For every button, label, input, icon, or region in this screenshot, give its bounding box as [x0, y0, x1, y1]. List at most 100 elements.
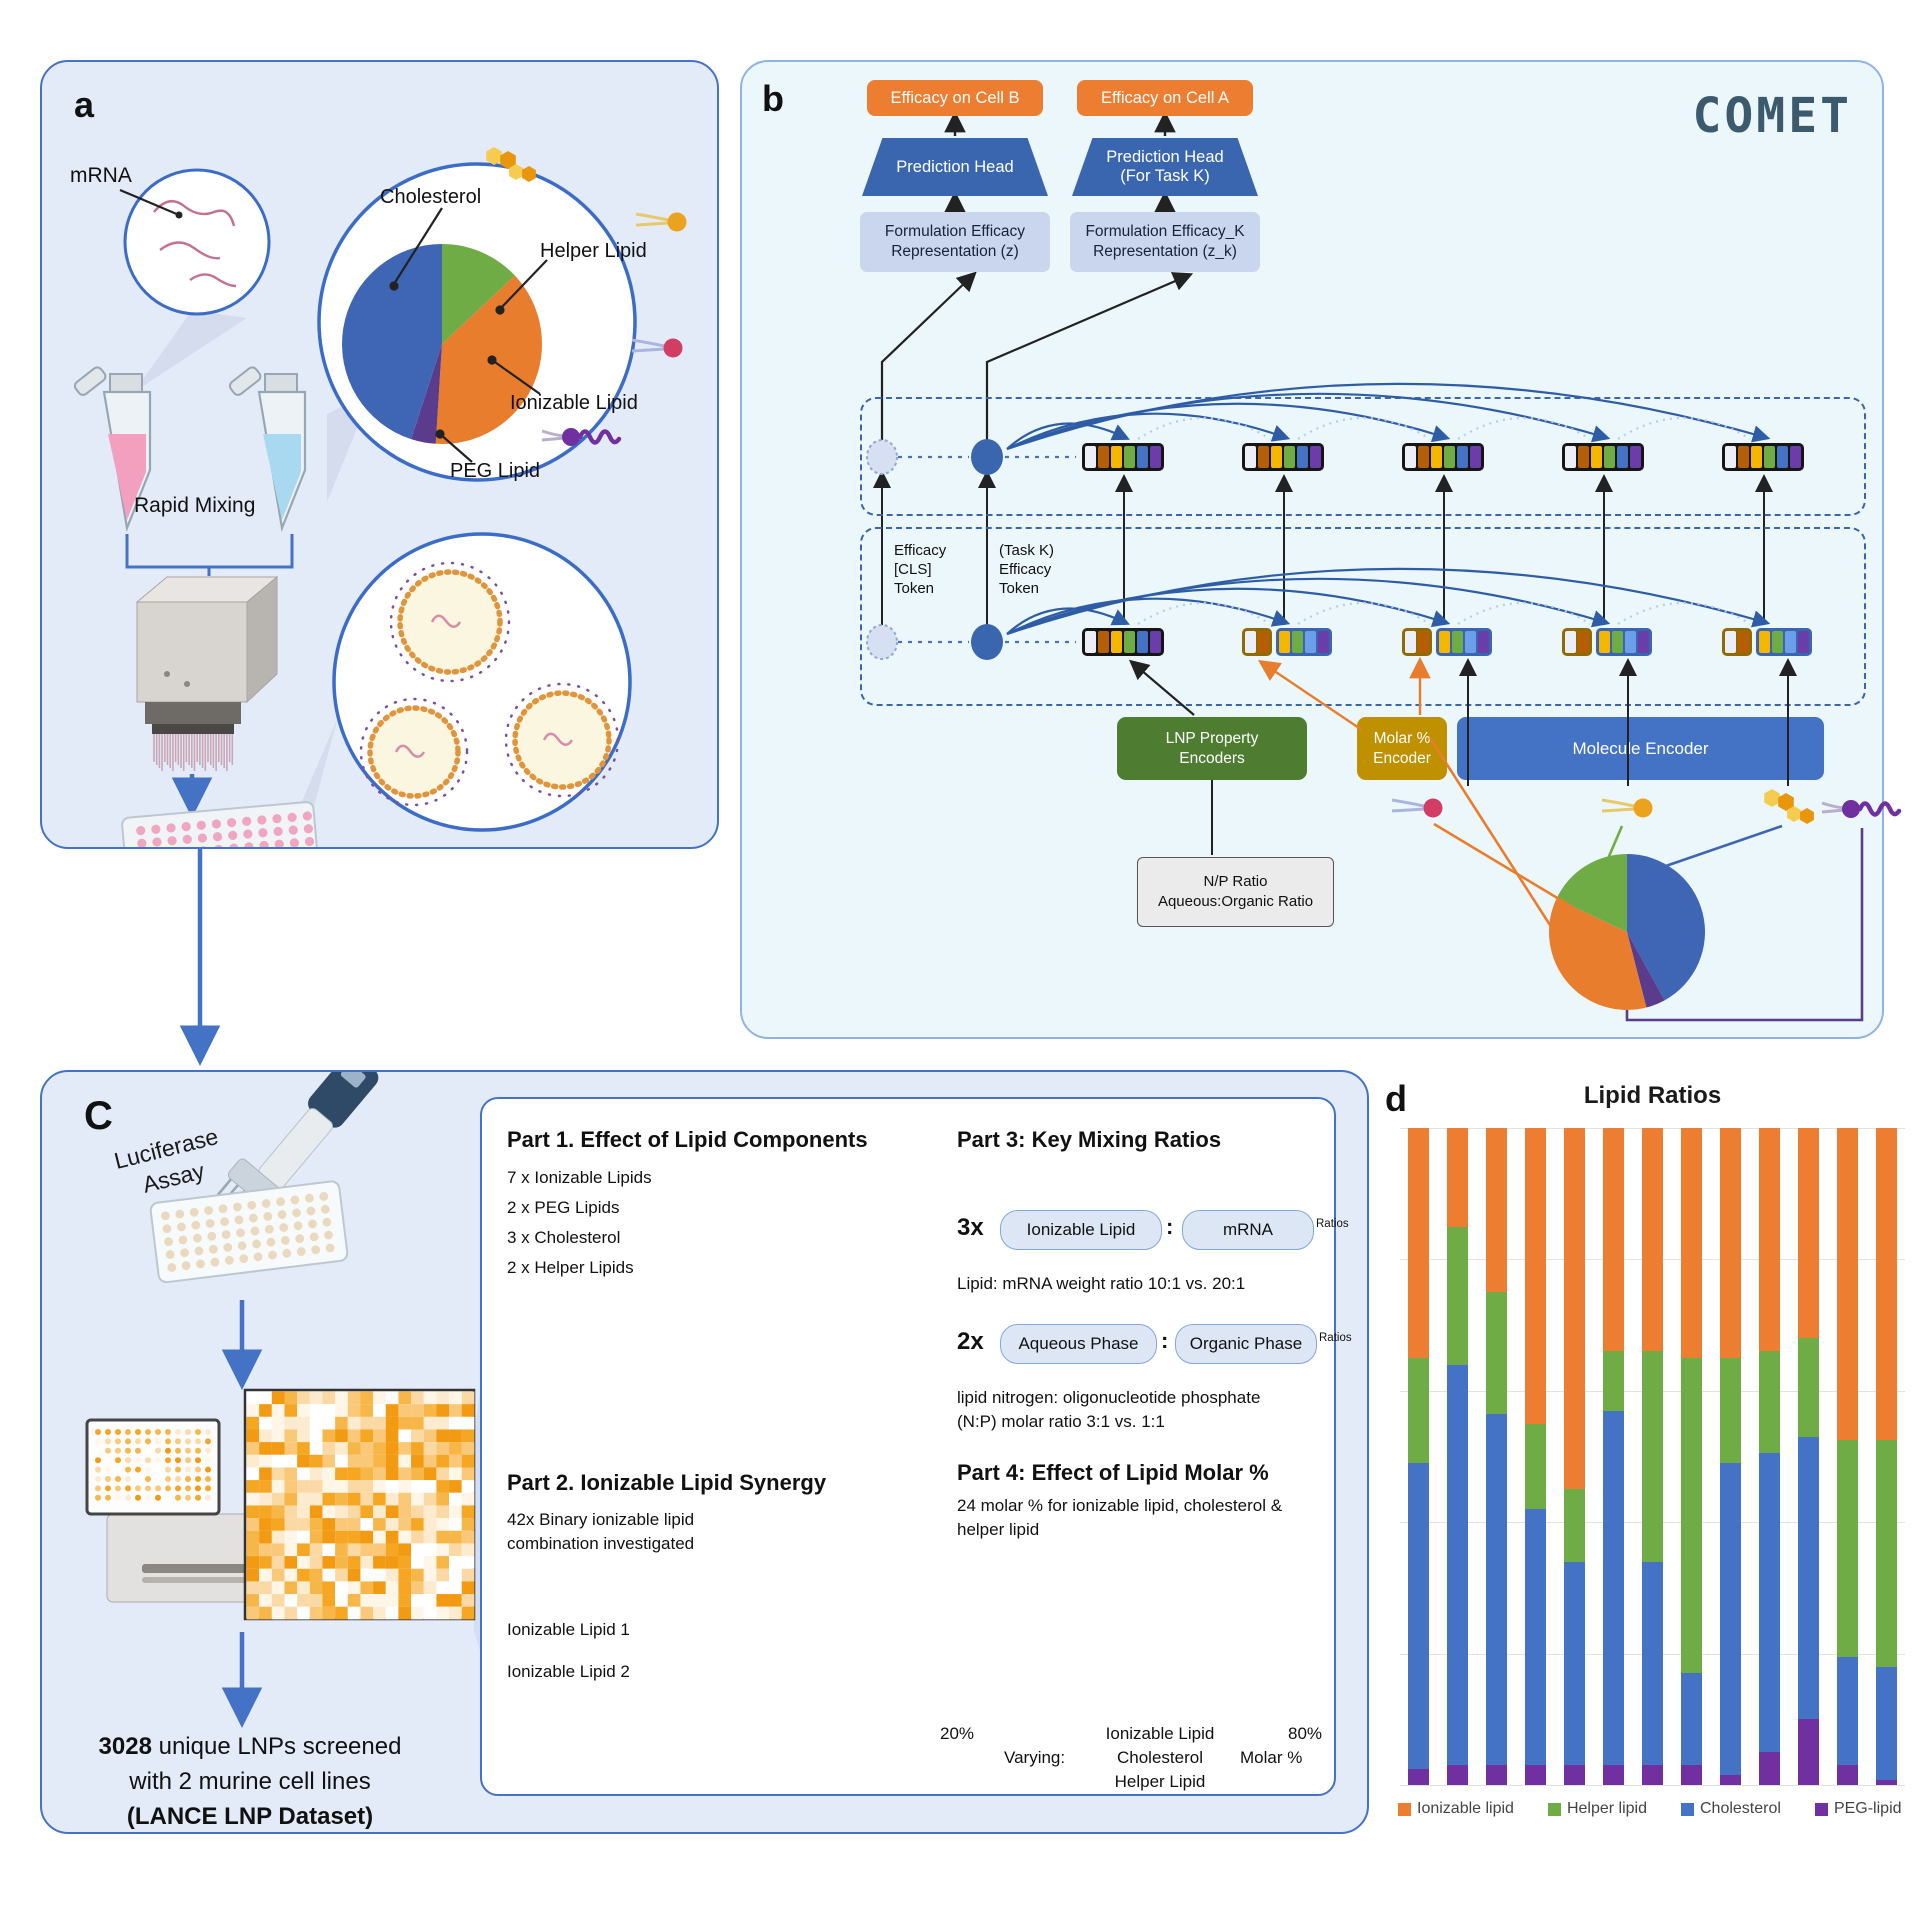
part2-title: Part 2. Ionizable Lipid Synergy: [507, 1470, 827, 1495]
segment-cholesterol: [1681, 1673, 1702, 1766]
panel-c-label: C: [84, 1094, 113, 1138]
token-embedding: [1082, 628, 1164, 656]
part4-molar-pct: Molar %: [1240, 1748, 1303, 1767]
segment-peg-lipid: [1642, 1765, 1663, 1785]
token-embedding: [1082, 443, 1164, 471]
wedge-mrna-to-tube: [134, 310, 247, 392]
stacked-bar-4: [1525, 1128, 1546, 1785]
lnp-circle: [332, 532, 632, 832]
stacked-bar-1: [1408, 1128, 1429, 1785]
segment-helper-lipid: [1837, 1440, 1858, 1657]
legend-swatch: [1681, 1802, 1694, 1816]
legend-label: PEG-lipid: [1833, 1800, 1902, 1817]
part4-note1: 24 molar % for ionizable lipid, choleste…: [957, 1496, 1283, 1515]
rep-zk-line1: Formulation Efficacy_K: [1085, 222, 1245, 240]
segment-helper-lipid: [1447, 1226, 1468, 1365]
stacked-bar-5: [1564, 1128, 1585, 1785]
segment-helper-lipid: [1408, 1357, 1429, 1464]
rep-zk-line2: Representation (z_k): [1093, 243, 1237, 260]
lnp-count: 3028: [98, 1733, 152, 1760]
molecule-token: [1276, 628, 1332, 656]
molar-pct-token: [1402, 628, 1432, 656]
part2-note2: combination investigated: [507, 1534, 695, 1553]
part4-vary-1: Cholesterol: [1117, 1748, 1203, 1767]
segment-peg-lipid: [1486, 1765, 1507, 1785]
token-layer: [742, 62, 1882, 1037]
wedge-plate-to-lnp: [294, 717, 338, 847]
panel-b-comet-model: b COMET Efficacy on Cell B Efficacy on C…: [740, 60, 1902, 1039]
molecule-token: [1756, 628, 1812, 656]
segment-ionizable-lipid: [1720, 1128, 1741, 1358]
segment-peg-lipid: [1837, 1765, 1858, 1785]
legend-item-cholesterol: Cholesterol: [1681, 1800, 1781, 1818]
part3-caption1: Lipid: mRNA weight ratio 10:1 vs. 20:1: [957, 1274, 1246, 1293]
segment-ionizable-lipid: [1642, 1128, 1663, 1352]
part4-varying: Varying:: [1004, 1748, 1066, 1767]
part4-vary-0: Ionizable Lipid: [1105, 1724, 1215, 1743]
summary-rest: unique LNPs screened: [151, 1733, 402, 1760]
legend-label: Helper lipid: [1566, 1800, 1647, 1817]
molecule-token: [1436, 628, 1492, 656]
pie-label-ionizable: Ionizable Lipid: [510, 392, 638, 414]
assay-plate-icon: [149, 1180, 349, 1284]
segment-ionizable-lipid: [1447, 1128, 1468, 1227]
mrna-label: mRNA: [70, 164, 132, 187]
pie-label-peg: PEG Lipid: [450, 460, 541, 482]
segment-cholesterol: [1759, 1453, 1780, 1753]
part4-axis-20: 20%: [940, 1724, 975, 1743]
mrna-strands-icon: [153, 200, 237, 288]
mixing-bracket: [125, 534, 294, 576]
segment-peg-lipid: [1447, 1765, 1468, 1785]
segment-ionizable-lipid: [1876, 1128, 1897, 1441]
stacked-bar-11: [1798, 1128, 1819, 1785]
segment-peg-lipid: [1759, 1752, 1780, 1785]
segment-cholesterol: [1798, 1436, 1819, 1720]
segment-peg-lipid: [1525, 1765, 1546, 1785]
arrow-panel-a-to-c: [179, 848, 221, 1066]
token-embedding: [1562, 443, 1644, 471]
part1-title: Part 1. Effect of Lipid Components: [507, 1127, 868, 1152]
segment-cholesterol: [1720, 1463, 1741, 1776]
peg-lipid-icon: [541, 428, 622, 446]
segment-helper-lipid: [1720, 1357, 1741, 1464]
segment-ionizable-lipid: [1837, 1128, 1858, 1441]
legend-label: Ionizable lipid: [1417, 1800, 1514, 1817]
part3-colon2: :: [1161, 1328, 1169, 1353]
segment-ionizable-lipid: [1798, 1128, 1819, 1339]
segment-peg-lipid: [1681, 1765, 1702, 1785]
part3-colon1: :: [1166, 1214, 1174, 1239]
stacked-bar-3: [1486, 1128, 1507, 1785]
segment-ionizable-lipid: [1408, 1128, 1429, 1358]
segment-ionizable-lipid: [1603, 1128, 1624, 1352]
chart-legend: Ionizable lipid Helper lipid Cholesterol PE…: [1398, 1800, 1908, 1818]
legend-item-ionizable-lipid: Ionizable lipid: [1398, 1800, 1514, 1818]
ionizable-lipid-icon: [1391, 798, 1443, 818]
part3-caption2b: (N:P) molar ratio 3:1 vs. 1:1: [957, 1412, 1165, 1431]
molar-pct-token: [1242, 628, 1272, 656]
part3-2x: 2x: [957, 1328, 984, 1355]
molecule-token: [1596, 628, 1652, 656]
part2-note1: 42x Binary ionizable lipid: [507, 1510, 695, 1529]
segment-helper-lipid: [1564, 1489, 1585, 1562]
stacked-bar-7: [1642, 1128, 1663, 1785]
legend-swatch: [1547, 1802, 1561, 1816]
segment-cholesterol: [1408, 1463, 1429, 1769]
segment-helper-lipid: [1798, 1338, 1819, 1437]
part4-axis-80: 80%: [1288, 1724, 1323, 1743]
rep-z-box: Formulation Efficacy Representation (z): [860, 212, 1050, 272]
stacked-bar-12: [1837, 1128, 1858, 1785]
segment-ionizable-lipid: [1525, 1128, 1546, 1424]
rep-z-line2: Representation (z): [891, 243, 1019, 260]
cls-token-label: Efficacy[CLS]Token: [894, 542, 947, 597]
segment-cholesterol: [1525, 1509, 1546, 1766]
stacked-bar-10: [1759, 1128, 1780, 1785]
heatmap: [243, 1388, 476, 1621]
stacked-bar-9: [1720, 1128, 1741, 1785]
summary-line3: (LANCE LNP Dataset): [126, 1802, 374, 1830]
summary-line2: with 2 murine cell lines: [129, 1767, 371, 1795]
rep-zk-box: Formulation Efficacy_K Representation (z…: [1070, 212, 1260, 272]
lnp-particles-icon: [359, 561, 620, 807]
